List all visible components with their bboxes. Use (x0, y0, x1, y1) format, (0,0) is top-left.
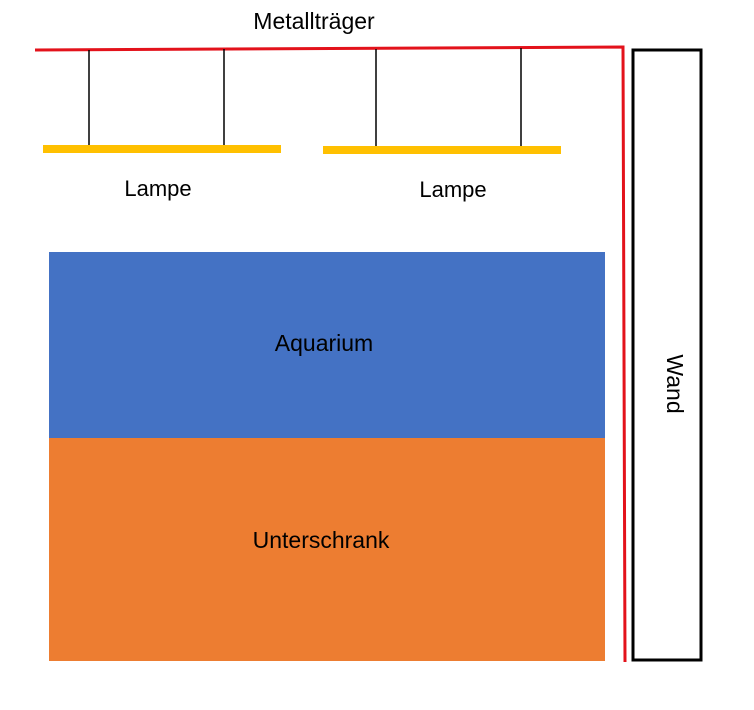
lamp-right-label: Lampe (419, 177, 486, 202)
wall-box (631, 48, 703, 662)
lamp-left-label: Lampe (124, 176, 191, 201)
metal-beam (34, 45, 627, 663)
metal-beam-label: Metallträger (253, 8, 375, 34)
lamp-left (43, 145, 281, 153)
aquarium-label: Aquarium (275, 330, 373, 356)
aquarium-box (49, 252, 605, 439)
cabinet-box (49, 438, 605, 661)
wall-label: Wand (662, 354, 688, 413)
lamp-right (323, 146, 561, 154)
cabinet-label: Unterschrank (253, 527, 390, 553)
